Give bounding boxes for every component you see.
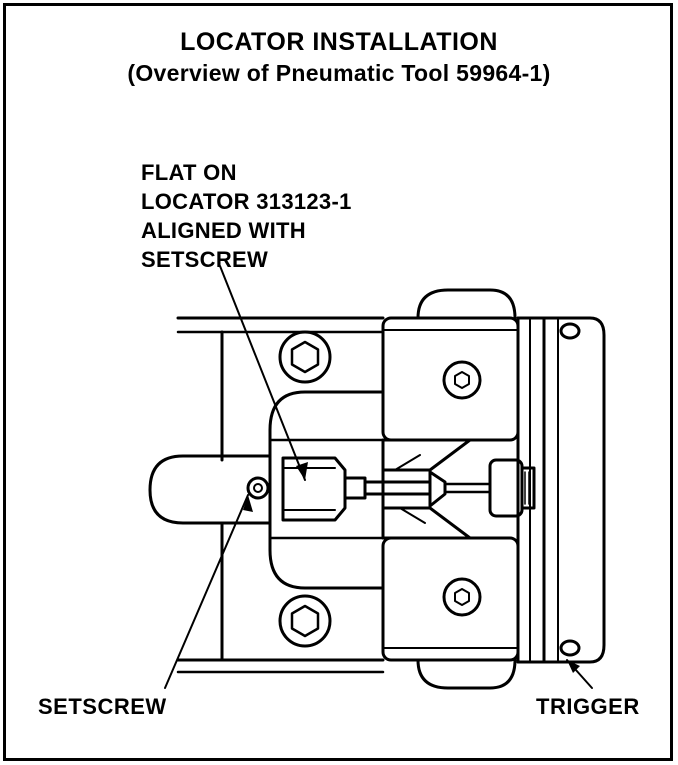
callout-line-2: LOCATOR 313123-1 <box>141 189 352 214</box>
wedge-block <box>381 438 472 540</box>
figure-subtitle: (Overview of Pneumatic Tool 59964-1) <box>127 60 551 86</box>
locator-313123-1 <box>281 456 367 522</box>
clamp-block-upper <box>381 288 520 442</box>
figure-frame <box>3 3 673 761</box>
callout-line-3: ALIGNED WITH <box>141 218 306 243</box>
leader-lines <box>164 265 593 689</box>
trigger-housing <box>516 316 606 664</box>
leader-locator-flat <box>219 265 306 481</box>
callout-locator-flat: FLAT ON LOCATOR 313123-1 ALIGNED WITH SE… <box>141 158 352 274</box>
hex-screw-lower <box>278 594 332 648</box>
label-setscrew: SETSCREW <box>38 694 167 719</box>
hex-screw-upper <box>278 330 332 384</box>
callout-line-4: SETSCREW <box>141 247 269 272</box>
clamp-block-lower <box>381 536 520 690</box>
figure-title: LOCATOR INSTALLATION <box>180 28 498 56</box>
callout-line-1: FLAT ON <box>141 160 237 185</box>
locator-nose <box>148 454 272 525</box>
setscrew-part <box>246 476 270 500</box>
label-trigger: TRIGGER <box>536 694 640 719</box>
leader-setscrew <box>164 494 249 689</box>
tool-body-left <box>176 316 385 674</box>
